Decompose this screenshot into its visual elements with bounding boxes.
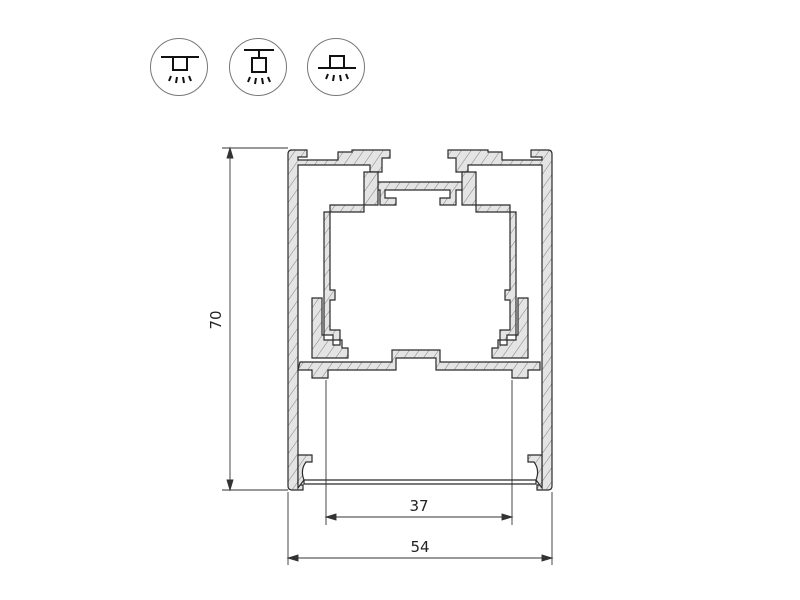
aluminium-profile [287,149,553,491]
inner-width-dimension-label: 37 [409,497,428,515]
outer-width-dimension-label: 54 [410,538,429,556]
recessed-mount-icon [150,38,208,96]
dimension-lines [222,146,554,565]
suspended-mount-icon [229,38,287,96]
surface-mount-icon [307,38,365,96]
height-dimension-label: 70 [207,310,225,329]
